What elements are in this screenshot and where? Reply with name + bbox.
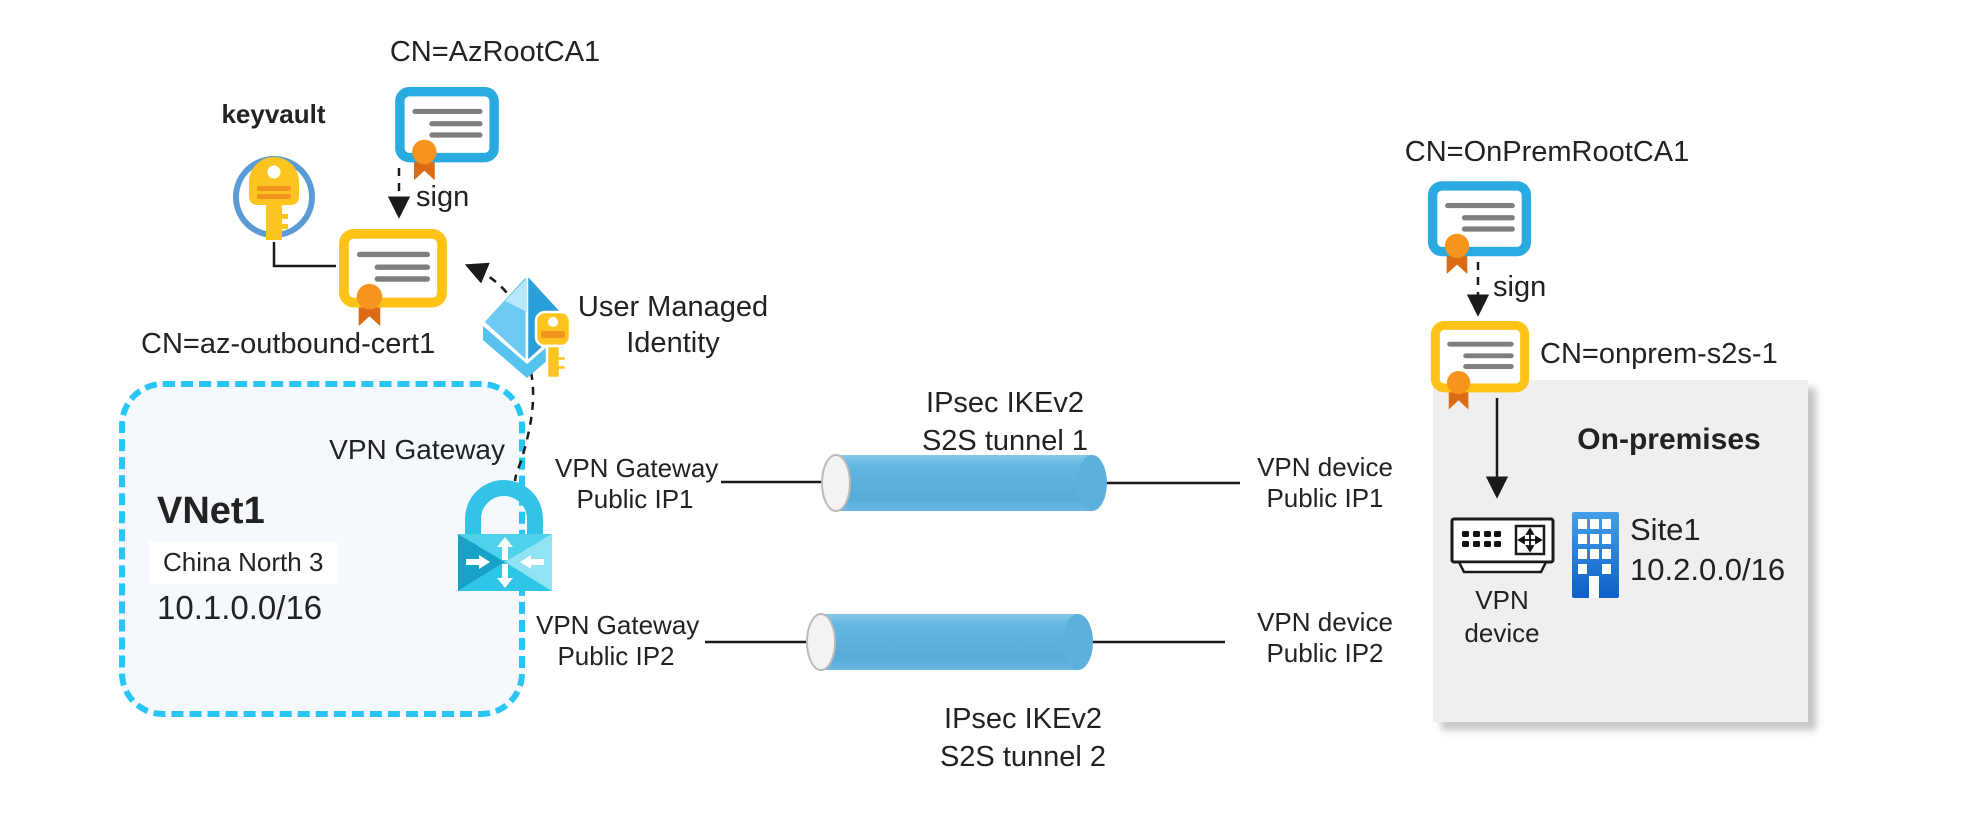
gw-ip2-label: VPN Gateway Public IP2: [536, 610, 700, 671]
tunnel-1-cylinder: [821, 454, 1107, 512]
onprem-cert-label: CN=onprem-s2s-1: [1540, 338, 1778, 370]
tunnel-2-cylinder: [806, 613, 1093, 671]
site-cidr: 10.2.0.0/16: [1630, 552, 1786, 587]
azure-root-ca-label: CN=AzRootCA1: [389, 36, 601, 68]
keyvault-cert-connector-line: [272, 242, 336, 268]
onprem-title: On-premises: [1577, 423, 1761, 456]
dev-ip1-label: VPN device Public IP1: [1257, 452, 1393, 513]
onprem-root-cert-icon: [1433, 186, 1527, 274]
tunnel-1-label: IPsec IKEv2 S2S tunnel 1: [921, 387, 1089, 457]
onprem-root-ca-label: CN=OnPremRootCA1: [1404, 136, 1690, 168]
site-name: Site1: [1630, 512, 1701, 547]
vnet-name: VNet1: [157, 490, 265, 532]
identity-cert-arrow: [464, 262, 517, 306]
azure-outbound-cert-icon: [344, 234, 442, 326]
dev-ip2-label: VPN device Public IP2: [1257, 607, 1393, 668]
vnet-cidr: 10.1.0.0/16: [157, 589, 323, 626]
keyvault-label: keyvault: [221, 99, 326, 129]
tunnel-2-label: IPsec IKEv2 S2S tunnel 2: [939, 703, 1107, 773]
azure-outbound-cert-label: CN=az-outbound-cert1: [141, 328, 436, 360]
managed-identity-label: User Managed Identity: [577, 291, 769, 359]
gw-ip1-label: VPN Gateway Public IP1: [555, 453, 719, 514]
keyvault-icon: [233, 156, 315, 240]
managed-identity-icon: [481, 272, 573, 380]
onprem-sign-label: sign: [1493, 271, 1547, 303]
azure-sign-label: sign: [416, 181, 470, 213]
vnet-region-badge: China North 3: [149, 541, 338, 584]
azure-root-cert-icon: [400, 92, 494, 181]
vpn-gateway-label: VPN Gateway: [329, 434, 505, 465]
vpn-device-label: VPN device: [1464, 585, 1540, 648]
